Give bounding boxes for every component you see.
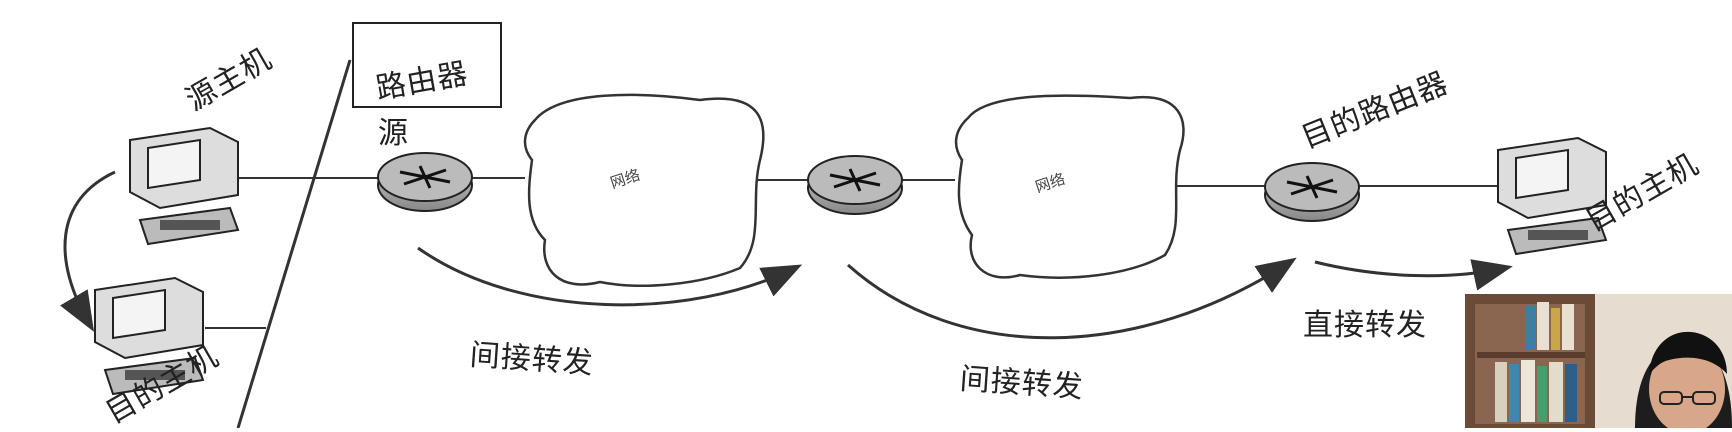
presenter-webcam — [1465, 294, 1732, 428]
bookshelf-books-icon — [1495, 302, 1577, 422]
indirect-forward-1-label: 间接转发 — [468, 337, 595, 382]
arrow-icon — [417, 246, 803, 307]
arrow-icon — [1314, 259, 1513, 291]
router-icon — [377, 152, 473, 212]
indirect-forward-2-label: 间接转发 — [958, 361, 1085, 406]
arrow-icon — [60, 170, 116, 332]
router-icon — [807, 155, 903, 215]
network-cloud-icon — [954, 94, 1185, 279]
presenter-face-icon — [1635, 331, 1732, 428]
direct-forward-label: 直接转发 — [1303, 308, 1427, 343]
computer-icon — [129, 126, 240, 246]
arrow-icon — [847, 257, 1297, 340]
source-router-prefix: 源 — [378, 116, 409, 151]
network-cloud-icon — [523, 93, 765, 287]
router-icon — [1264, 162, 1360, 222]
webcam-frame — [1465, 294, 1732, 428]
computer-icon — [1497, 136, 1608, 256]
computer-icon — [94, 276, 205, 396]
lan-bus-line — [236, 59, 352, 428]
source-router-box — [352, 22, 502, 108]
